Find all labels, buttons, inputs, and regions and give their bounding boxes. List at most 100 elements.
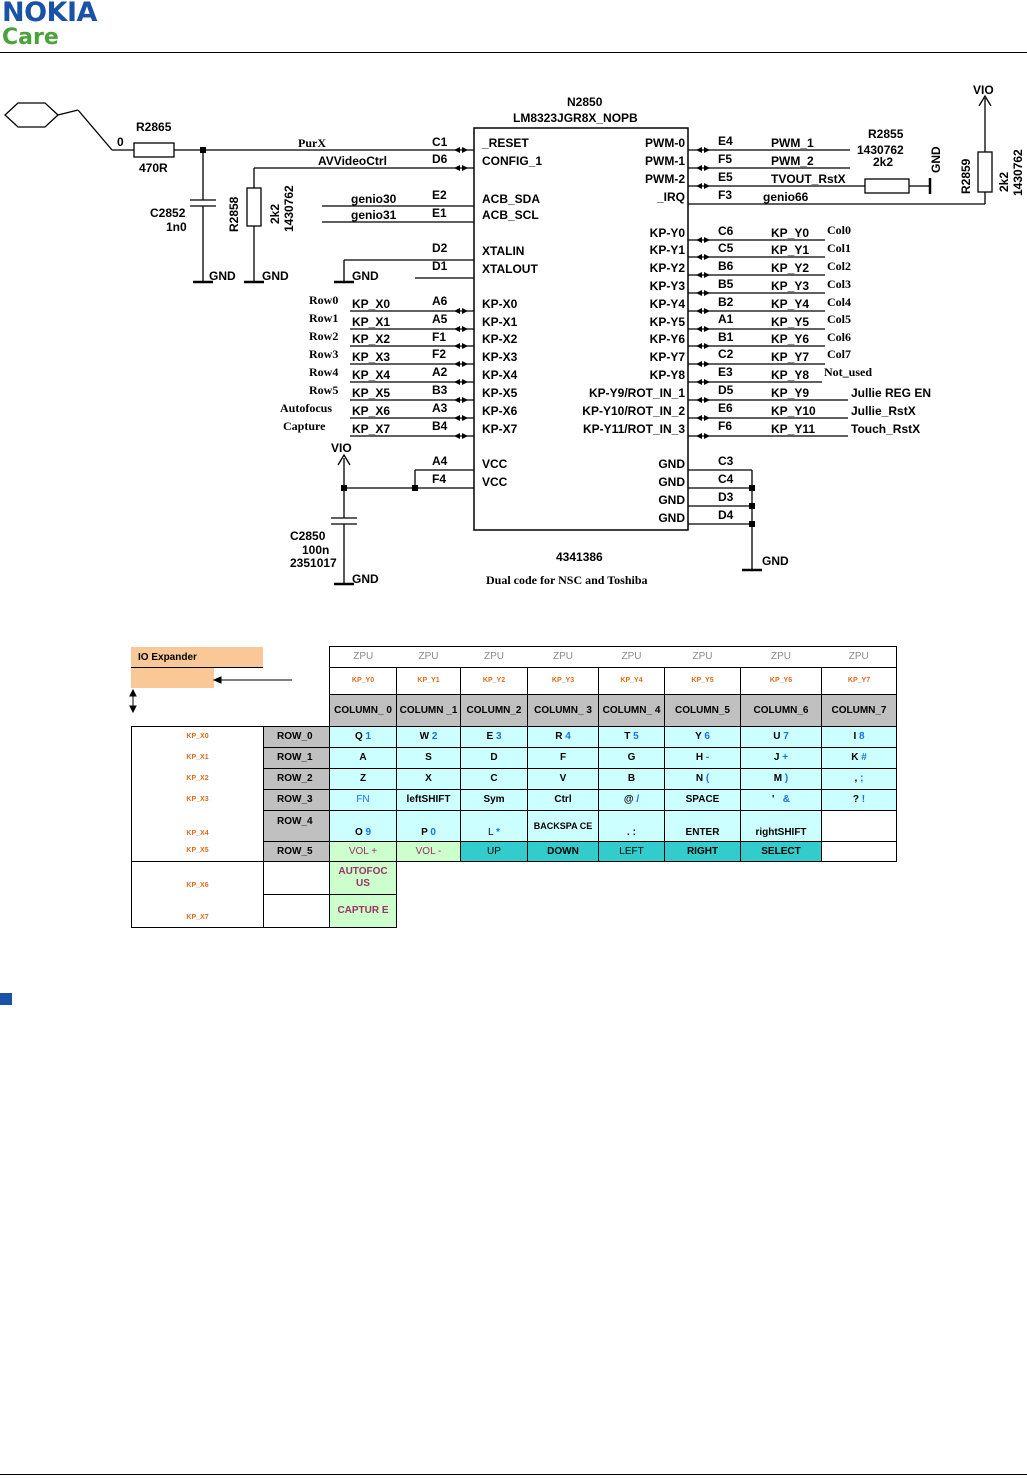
ball-id: D1 (432, 259, 448, 273)
key-cell: B (598, 768, 665, 790)
vio-label: VIO (331, 441, 352, 455)
pin-name: PWM-1 (645, 154, 685, 168)
chip-code: 4341386 (556, 550, 603, 564)
kp-x-label: KP_X3 (131, 789, 264, 811)
key-cell: VOL - (396, 841, 461, 862)
keyboard-matrix-table: ZPU ZPU ZPU ZPU ZPU ZPU ZPU ZPU KP_Y0 KP… (131, 646, 897, 928)
chip-ref: N2850 (567, 95, 603, 109)
key-cell: Y 6 (664, 726, 741, 748)
keyboard-controller-schematic: N2850 LM8323JGR8X_NOPB 4341386 Dual code… (4, 83, 1025, 587)
key-primary: O (354, 827, 363, 838)
ball-id: F2 (432, 347, 446, 361)
io-expander-header (131, 647, 263, 668)
pin-name: GND (658, 511, 685, 525)
key-cell: SPACE (664, 789, 741, 811)
pin-name: CONFIG_1 (482, 154, 542, 168)
net-label: genio31 (351, 208, 397, 222)
column-header: COLUMN _1 (396, 694, 461, 727)
key-secondary: 9 (365, 827, 372, 838)
key-primary: S (425, 752, 432, 763)
key-cell: UP (460, 841, 528, 862)
component-code: 1430762 (282, 185, 296, 232)
key-cell: O 9 (329, 810, 397, 842)
pin-name: KP-X7 (482, 422, 518, 436)
ball-id: C4 (718, 472, 734, 486)
pin-name: VCC (482, 457, 508, 471)
key-cell: R 4 (527, 726, 599, 748)
pin-name: KP-Y9/ROT_IN_1 (589, 386, 685, 400)
ball-id: B2 (718, 295, 734, 309)
component-ref: R2859 (959, 158, 973, 194)
net-label: KP_Y9 (771, 386, 809, 400)
row-label: Row0 (309, 293, 338, 307)
row-header: ROW_4 (263, 810, 330, 842)
pin-name: KP-X2 (482, 332, 518, 346)
logo-care: Care (2, 25, 59, 50)
kp-x-label: KP_X2 (131, 768, 264, 790)
kp-x-label: KP_X1 (131, 747, 264, 769)
gnd-label: GND (209, 269, 236, 283)
zpu-label: ZPU (396, 646, 461, 668)
ball-id: C3 (718, 454, 734, 468)
key-cell: P 0 (396, 810, 461, 842)
key-cell: . : (598, 810, 665, 842)
logo-nokia: NOKIA (2, 0, 97, 28)
ball-id: E2 (432, 188, 447, 202)
ball-id: F6 (718, 419, 732, 433)
key-cell: X (396, 768, 461, 790)
ball-id: F1 (432, 330, 446, 344)
component-ref: R2855 (868, 127, 904, 141)
col-label: Col4 (827, 295, 851, 309)
key-cell: BACKSPA CE (527, 810, 599, 842)
pin-name: KP-X1 (482, 315, 518, 329)
col-label: Col2 (827, 259, 851, 273)
col-label: Not_used (824, 365, 872, 379)
key-primary: W (419, 731, 430, 742)
key-cell: E 3 (460, 726, 528, 748)
ball-id: B4 (432, 419, 448, 433)
header-rule (0, 52, 1027, 53)
kp-x-label: KP_X0 (131, 726, 264, 748)
col-label: Col0 (827, 223, 851, 237)
component-ref: C2850 (290, 529, 326, 543)
net-label: KP_Y1 (771, 243, 809, 257)
key-primary: SPACE (685, 794, 720, 805)
kp-y-label: KP_Y5 (664, 667, 741, 695)
key-secondary: ) (784, 773, 789, 784)
key-cell: C (460, 768, 528, 790)
key-cell: T 5 (598, 726, 665, 748)
ball-id: B6 (718, 259, 734, 273)
key-cell: , ; (821, 768, 897, 790)
key-primary: ? (852, 794, 859, 805)
pin-name: KP-Y10/ROT_IN_2 (582, 404, 685, 418)
key-secondary: 0 (430, 827, 436, 838)
key-cell: DOWN (527, 841, 599, 862)
row-label: Row2 (309, 329, 338, 343)
pin-name: KP-Y6 (650, 332, 686, 346)
key-cell: Z (329, 768, 397, 790)
io-expander-tab (131, 668, 214, 688)
pin-name: KP-Y0 (650, 226, 686, 240)
net-label: KP_X0 (352, 297, 390, 311)
zpu-label: ZPU (740, 646, 822, 668)
pin-name: KP-X4 (482, 368, 518, 382)
key-primary: K (851, 752, 859, 763)
net-label: KP_Y7 (771, 350, 809, 364)
footer-rule (0, 1474, 1027, 1475)
net-label: PWM_2 (771, 154, 814, 168)
pin-name: XTALIN (482, 244, 524, 258)
key-primary: C (490, 773, 498, 784)
row-label: Row4 (309, 365, 338, 379)
row-header-empty (263, 894, 330, 928)
key-cell: VOL + (329, 841, 397, 862)
col-label: Col5 (827, 312, 851, 326)
col-label: Jullie REG EN (851, 386, 931, 400)
key-primary: R (555, 731, 563, 742)
key-cell: ENTER (664, 810, 741, 842)
component-code: 2351017 (290, 556, 337, 570)
net-label: KP_Y6 (771, 332, 809, 346)
key-primary: P (421, 827, 428, 838)
pin-name: ACB_SCL (482, 208, 539, 222)
col-label: Col7 (827, 347, 851, 361)
net-label: KP_Y4 (771, 297, 809, 311)
